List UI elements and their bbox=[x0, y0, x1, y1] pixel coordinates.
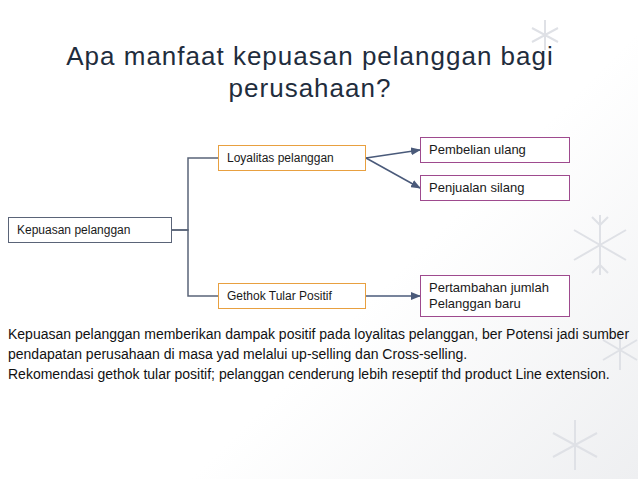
box-label: Loyalitas pelanggan bbox=[227, 150, 357, 166]
connector bbox=[366, 150, 420, 158]
note-text: Rekomendasi gethok tular positif; pelang… bbox=[8, 364, 630, 384]
connector bbox=[172, 230, 218, 296]
snowflake bbox=[532, 20, 637, 470]
box-label: Pembelian ulang bbox=[429, 142, 561, 158]
slide-title: Apa manfaat kepuasan pelanggan bagi peru… bbox=[20, 40, 600, 104]
notes-block: Kepuasan pelanggan memberikan dampak pos… bbox=[8, 324, 630, 384]
result-box: Penjualan silang bbox=[420, 175, 570, 201]
result-box: Pembelian ulang bbox=[420, 137, 570, 163]
connector bbox=[366, 158, 420, 188]
root-box: Kepuasan pelanggan bbox=[8, 217, 172, 243]
box-label: Pertambahan jumlah Pelanggan baru bbox=[429, 280, 561, 312]
branch-box: Loyalitas pelanggan bbox=[218, 145, 366, 171]
result-box: Pertambahan jumlah Pelanggan baru bbox=[420, 275, 570, 317]
branch-box: Gethok Tular Positif bbox=[218, 283, 366, 309]
connector bbox=[366, 295, 420, 297]
note-text: Kepuasan pelanggan memberikan dampak pos… bbox=[8, 324, 630, 364]
box-label: Kepuasan pelanggan bbox=[17, 222, 163, 238]
box-label: Gethok Tular Positif bbox=[227, 288, 357, 304]
connector bbox=[172, 158, 218, 230]
box-label: Penjualan silang bbox=[429, 180, 561, 196]
